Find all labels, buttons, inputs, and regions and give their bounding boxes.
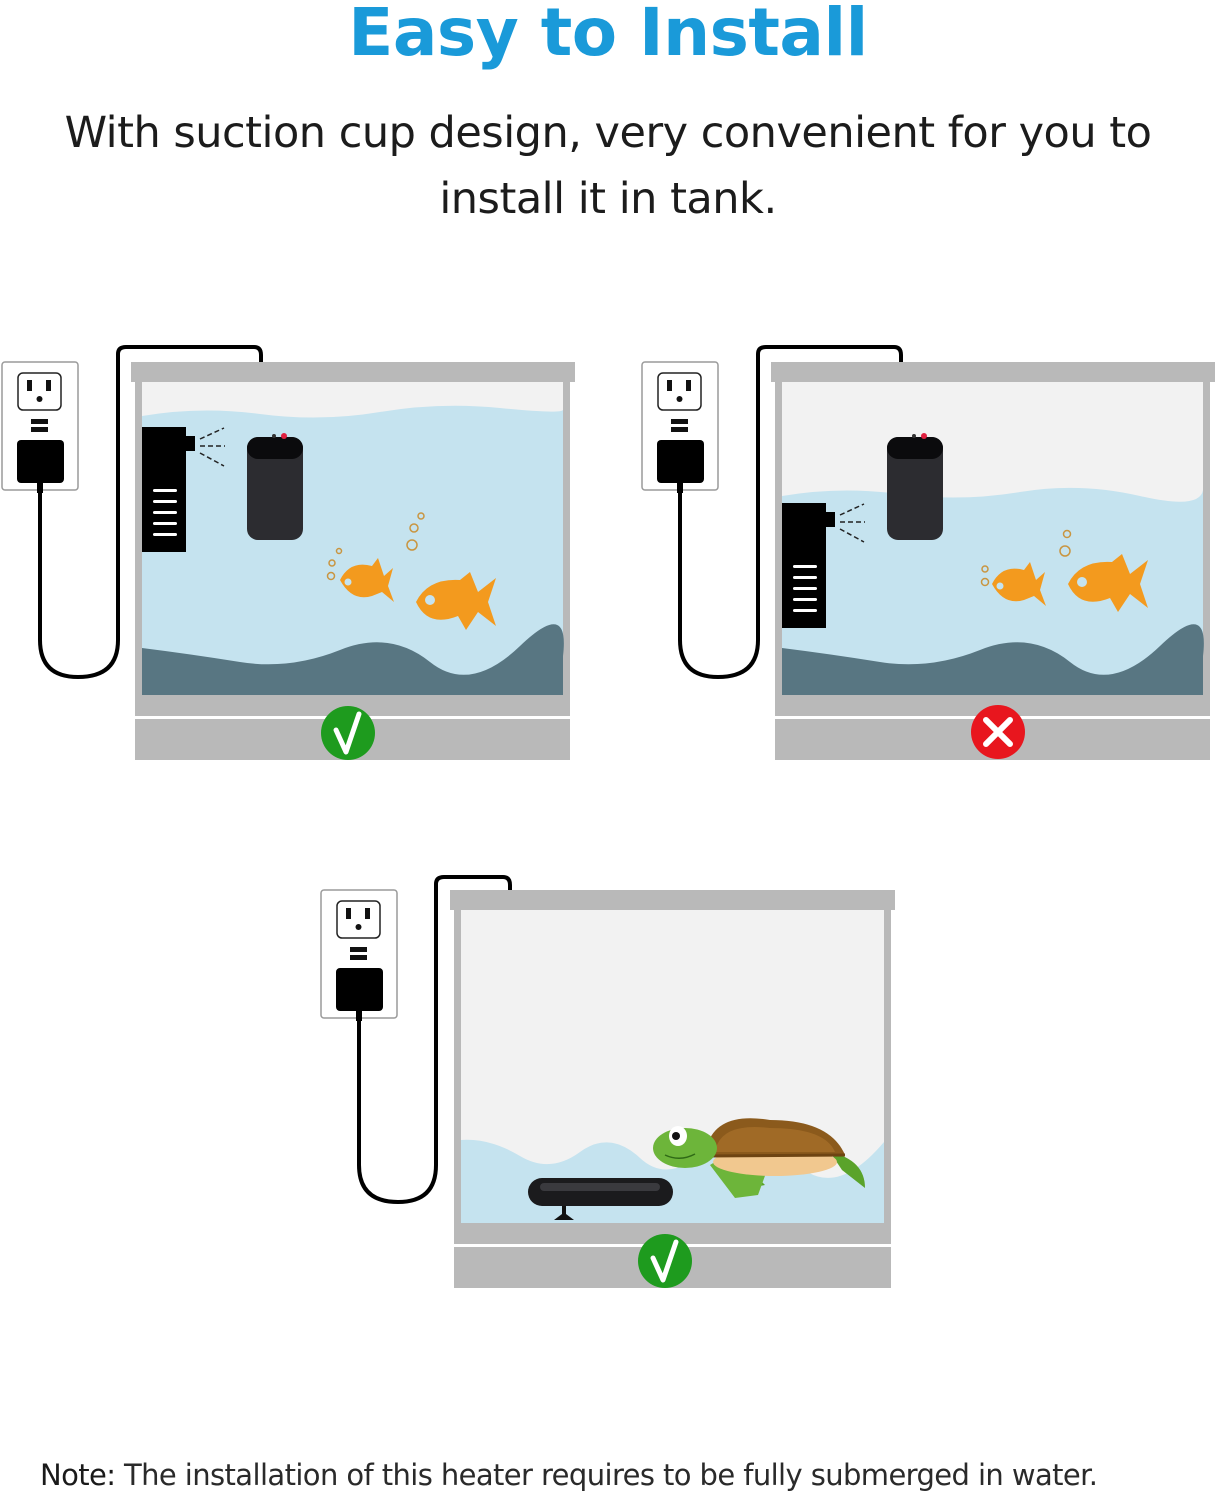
turtle-icon bbox=[653, 1118, 865, 1198]
note-label: Note: bbox=[40, 1458, 116, 1492]
check-mark-icon bbox=[321, 706, 375, 760]
note-text: The installation of this heater requires… bbox=[115, 1458, 1098, 1492]
page-subtitle: With suction cup design, very convenient… bbox=[64, 108, 1152, 224]
fish-tank-incorrect-illustration bbox=[641, 345, 1215, 760]
page-title: Easy to Install bbox=[348, 0, 868, 71]
wall-outlet-icon bbox=[641, 361, 719, 494]
wall-outlet-icon bbox=[1, 361, 79, 494]
cross-mark-icon bbox=[971, 705, 1025, 759]
turtle-tank-correct-illustration bbox=[320, 875, 895, 1288]
wall-outlet-icon bbox=[320, 889, 398, 1022]
fish-tank-correct-illustration bbox=[1, 345, 575, 760]
installation-note: Note: The installation of this heater re… bbox=[40, 1458, 1200, 1492]
check-mark-icon bbox=[638, 1234, 692, 1288]
